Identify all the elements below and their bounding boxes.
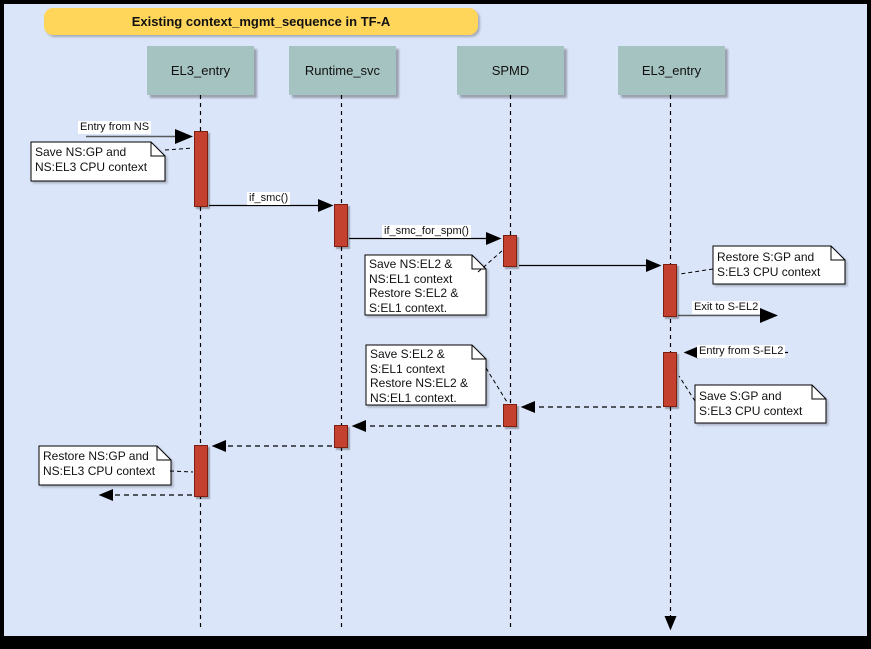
connector-note-save-s-gp <box>678 375 696 402</box>
lifeline-header-spmd: SPMD <box>457 46 564 95</box>
diagram-background <box>4 4 867 636</box>
note-save-ns-gp-shape <box>30 141 166 182</box>
note-save-ns-el2-shape <box>364 254 487 316</box>
connector-note-save-ns-gp <box>164 147 194 151</box>
diagram-title-text: Existing context_mgmt_sequence in TF-A <box>131 14 391 29</box>
note-restore-s-gp: Restore S:GP and S:EL3 CPU context <box>717 250 821 279</box>
message-label-entry-from-ns: Entry from NS <box>78 121 152 134</box>
note-restore-s-gp-shape <box>712 245 846 285</box>
lifeline-label: EL3_entry <box>170 63 231 78</box>
activation-runtime-1 <box>334 204 348 247</box>
lifeline-header-el3-entry-left: EL3_entry <box>147 46 254 95</box>
note-save-ns-gp: Save NS:GP and NS:EL3 CPU context <box>35 145 148 174</box>
note-save-s-el2-shape <box>365 344 487 406</box>
activation-el3-right-2 <box>663 352 677 407</box>
message-label-if-smc: if_smc() <box>247 192 291 205</box>
note-save-ns-el2: Save NS:EL2 & NS:EL1 context Restore S:E… <box>369 257 459 315</box>
note-save-s-gp: Save S:GP and S:EL3 CPU context <box>699 389 803 418</box>
lifeline-header-el3-entry-right: EL3_entry <box>618 46 725 95</box>
note-restore-ns-gp-shape <box>38 445 172 486</box>
message-label-entry-from-s-el2: Entry from S-EL2 <box>697 345 786 358</box>
activation-el3-left-2 <box>194 445 208 497</box>
message-label-exit-to-s-el2: Exit to S-EL2 <box>692 301 761 314</box>
note-restore-ns-gp: Restore NS:GP and NS:EL3 CPU context <box>43 449 156 478</box>
lifeline-label: SPMD <box>491 63 530 78</box>
connector-note-restore-ns-gp <box>169 470 194 473</box>
note-save-s-el2: Save S:EL2 & S:EL1 context Restore NS:EL… <box>370 347 469 405</box>
activation-spmd-1 <box>503 235 517 267</box>
connector-note-save-s-el2 <box>485 367 508 403</box>
lifeline-label: EL3_entry <box>641 63 702 78</box>
activation-runtime-2 <box>334 425 348 448</box>
note-save-s-gp-shape <box>694 384 827 424</box>
diagram-title: Existing context_mgmt_sequence in TF-A <box>44 8 478 35</box>
activation-el3-left-1 <box>194 131 208 207</box>
lifeline-label: Runtime_svc <box>304 63 381 78</box>
message-label-if-smc-for-spm: if_smc_for_spm() <box>382 225 471 238</box>
activation-spmd-2 <box>503 404 517 427</box>
connector-note-restore-s-gp <box>679 268 714 275</box>
activation-el3-right-1 <box>663 264 677 317</box>
connector-note-save-ns-el2 <box>477 249 504 273</box>
lifeline-header-runtime-svc: Runtime_svc <box>289 46 396 95</box>
